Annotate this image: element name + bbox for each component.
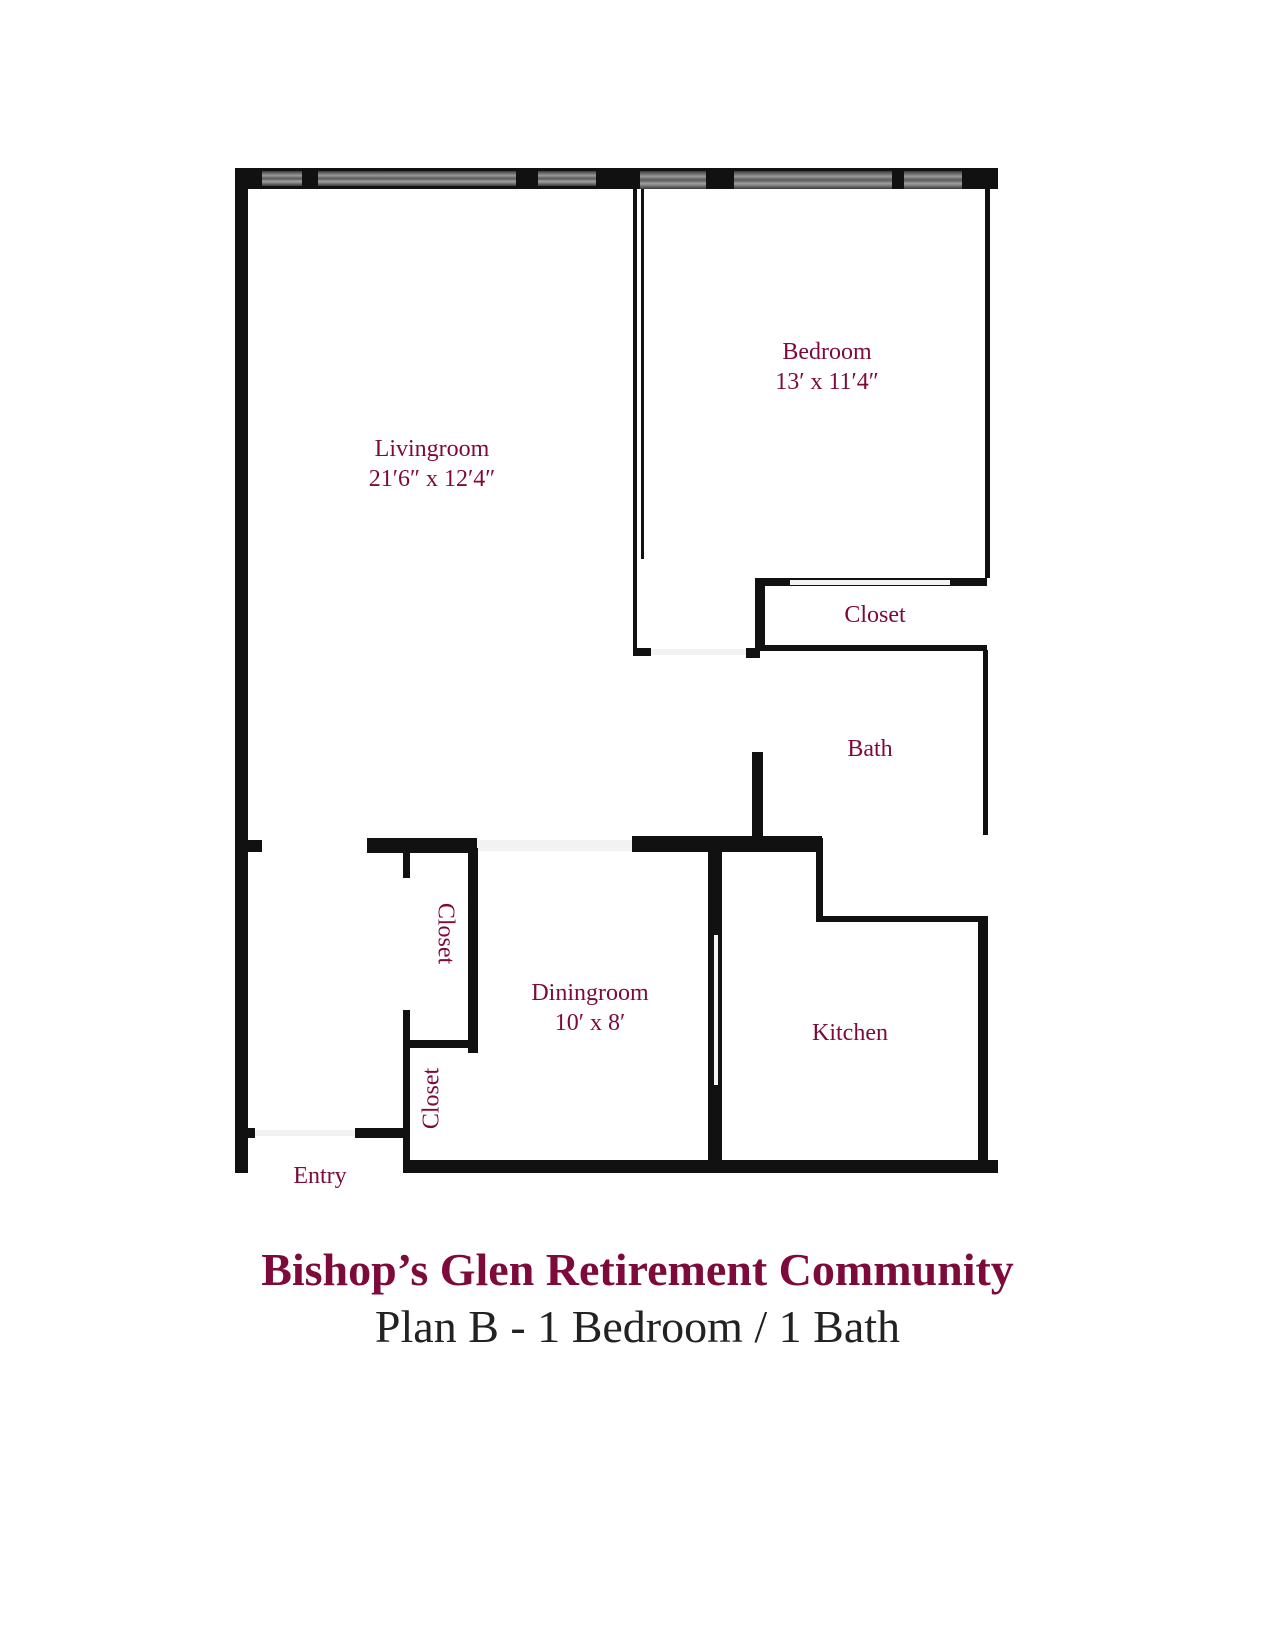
bedroom-wall: [633, 189, 637, 652]
dining-pass-through: [477, 840, 632, 851]
hall-closet-right: [468, 848, 478, 1053]
window: [262, 171, 302, 186]
room-name: Diningroom: [531, 980, 649, 1006]
bath-partition: [752, 752, 763, 842]
bedroom-closet-label: Closet: [844, 602, 906, 628]
hall-closet-bottom: [403, 1040, 473, 1048]
hall-closet-left-lower: [403, 1010, 410, 1173]
diningroom-label: Diningroom 10′ x 8′: [490, 978, 690, 1038]
entry-jamb: [235, 840, 262, 852]
document-title: Bishop’s Glen Retirement Community: [261, 1244, 1014, 1295]
closet-left: [755, 578, 765, 650]
left-wall: [235, 168, 248, 845]
entry-closet-top: [403, 1160, 475, 1166]
bedroom-door-opening: [651, 649, 746, 655]
window: [361, 171, 516, 186]
dining-right-wall: [708, 848, 712, 1173]
kitchen-label: Kitchen: [812, 1020, 888, 1046]
bedroom-door-jamb: [746, 648, 760, 658]
hall-closet-left: [403, 848, 410, 878]
entry-door-opening: [255, 1130, 355, 1136]
room-name: Bedroom: [782, 339, 872, 365]
window: [538, 171, 596, 186]
room-dimensions: 10′ x 8′: [554, 1010, 626, 1036]
entry-label: Entry: [293, 1163, 347, 1189]
dining-top-wall-left: [367, 838, 477, 853]
entry-bottom-right: [355, 1128, 403, 1138]
room-name: Livingroom: [374, 436, 490, 462]
bedroom-label: Bedroom 13′ x 11′4″: [727, 337, 927, 397]
right-wall-bath: [983, 650, 988, 835]
dining-top-wall-right: [632, 836, 822, 852]
document-subtitle: Plan B - 1 Bedroom / 1 Bath: [374, 1301, 901, 1352]
bath-step-horizontal: [816, 916, 988, 922]
window: [904, 171, 962, 189]
window: [734, 171, 892, 189]
right-wall-kitchen: [978, 916, 988, 1173]
closet-door: [790, 580, 950, 585]
bottom-wall: [403, 1160, 998, 1173]
bath-label: Bath: [847, 736, 893, 762]
left-wall-lower: [235, 845, 248, 1173]
room-dimensions: 21′6″ x 12′4″: [368, 466, 496, 492]
room-dimensions: 13′ x 11′4″: [775, 369, 879, 395]
bedroom-bottom-stub: [633, 648, 651, 656]
entry-bottom-left: [235, 1128, 255, 1138]
hall-closet-label: Closet: [432, 902, 459, 965]
right-wall-upper: [985, 168, 990, 578]
bedroom-wall-inner: [641, 189, 644, 559]
livingroom-label: Livingroom 21′6″ x 12′4″: [327, 434, 537, 494]
bath-step-vertical: [816, 838, 823, 922]
kitchen-pass-through: [714, 935, 718, 1085]
window: [640, 171, 706, 189]
closet-bottom: [755, 645, 987, 651]
entry-closet-label: Closet: [418, 1067, 445, 1130]
